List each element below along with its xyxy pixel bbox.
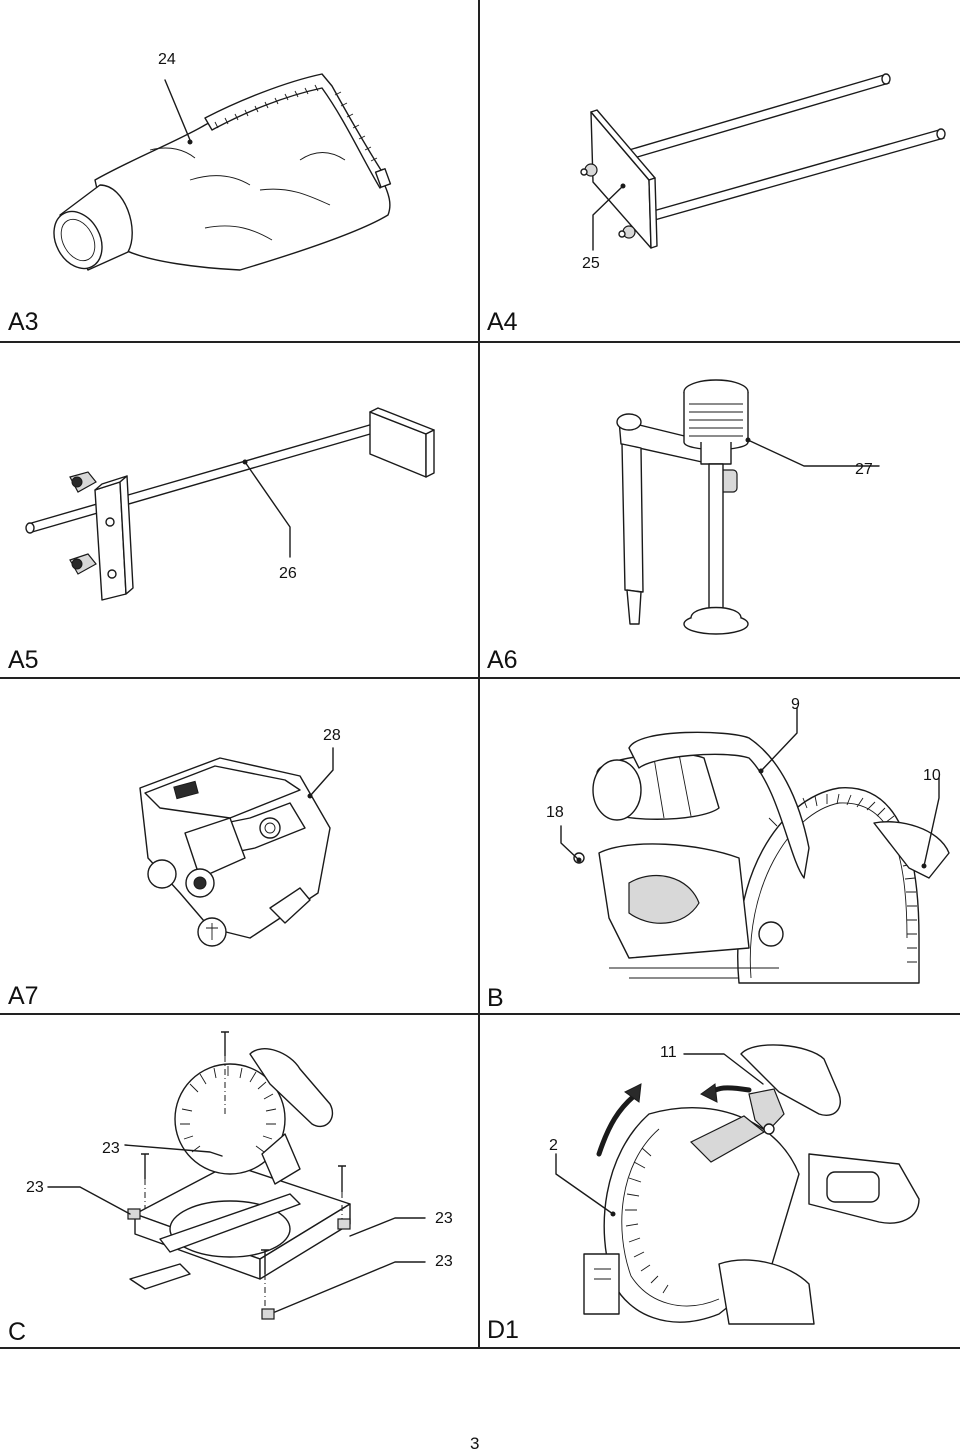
figure-label-d1: D1 [487,1316,519,1344]
length-stop-illustration [25,407,435,601]
row-divider-3 [0,1013,960,1015]
figure-a3: 24 A3 [0,0,478,341]
row-divider-4 [0,1347,960,1349]
callout-23-top: 23 [102,1140,120,1157]
figure-label-a3: A3 [8,308,39,336]
figure-b: 9 10 18 B [479,678,960,1013]
guard-lever-illustration [555,1044,920,1325]
dust-bag-illustration [53,73,392,271]
callout-28: 28 [323,727,341,744]
callout-11: 11 [660,1044,677,1061]
figure-a4: 25 A4 [479,0,960,341]
callout-10: 10 [923,767,941,784]
laser-housing-illustration [139,747,334,947]
figure-label-a4: A4 [487,308,518,336]
figure-a7: 28 A7 [0,678,478,1013]
callout-27: 27 [855,461,873,478]
figure-label-c: C [8,1318,27,1346]
bench-mounting-illustration [47,1031,426,1320]
row-divider-1 [0,341,960,343]
callout-9: 9 [791,696,800,713]
figure-label-a5: A5 [8,646,39,674]
callout-24: 24 [158,51,176,68]
saw-head-illustration [560,707,950,984]
callout-2: 2 [549,1137,558,1154]
vise-illustration [616,379,880,635]
page-number: 3 [470,1434,480,1453]
figure-label-b: B [487,984,504,1012]
figure-a6: 27 A6 [479,342,960,677]
figure-d1: 11 2 D1 [479,1014,960,1347]
callout-25: 25 [582,255,600,272]
figure-a5: 26 A5 [0,342,478,677]
figure-label-a6: A6 [487,646,518,674]
callout-23-right-upper: 23 [435,1210,453,1227]
extension-rods-illustration [580,73,946,251]
callout-18: 18 [546,804,564,821]
row-divider-2 [0,677,960,679]
callout-26: 26 [279,565,297,582]
callout-23-left: 23 [26,1179,44,1196]
figure-c: 23 23 23 23 C [0,1014,478,1347]
callout-23-right-lower: 23 [435,1253,453,1270]
vertical-divider [478,0,480,1348]
figure-label-a7: A7 [8,982,39,1010]
